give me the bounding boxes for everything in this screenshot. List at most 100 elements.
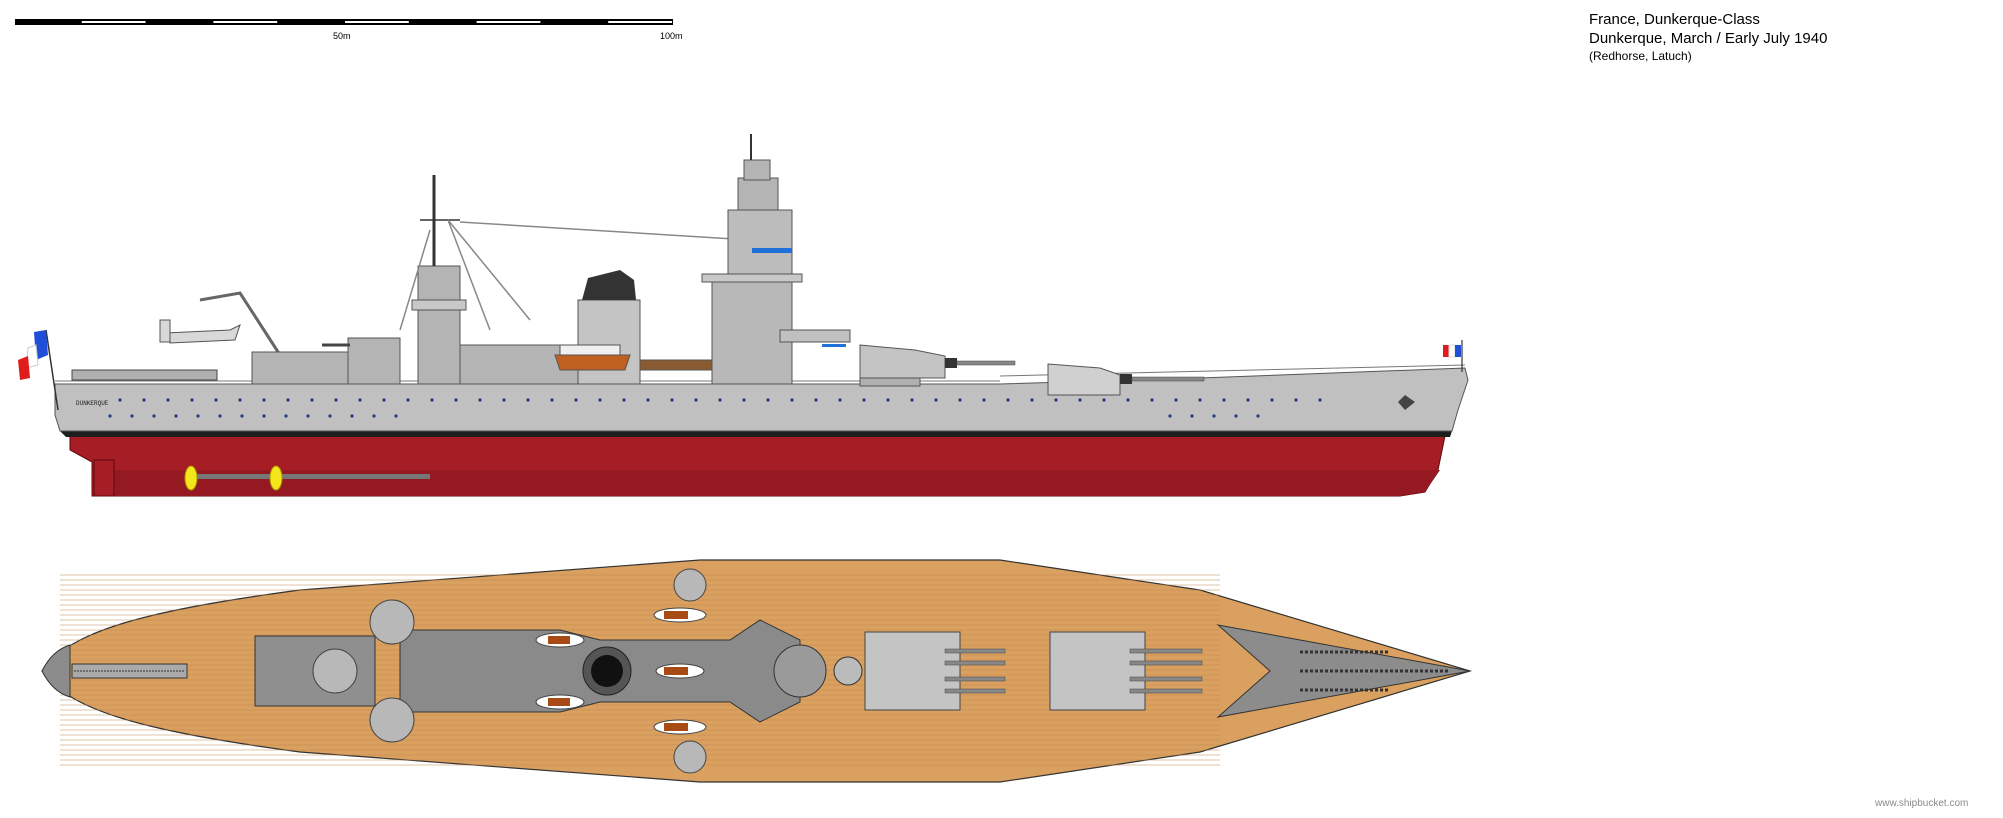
porthole (284, 414, 288, 418)
porthole (1256, 414, 1260, 418)
porthole (1078, 398, 1082, 402)
porthole (286, 398, 290, 402)
porthole (1006, 398, 1010, 402)
porthole (262, 398, 266, 402)
porthole (334, 398, 338, 402)
secondary-turret (312, 648, 358, 694)
porthole (454, 398, 458, 402)
porthole (218, 414, 222, 418)
turret-2-gun-mantlet (945, 358, 957, 368)
scale-bar-segment (476, 21, 541, 23)
porthole (1030, 398, 1034, 402)
porthole (886, 398, 890, 402)
porthole (502, 398, 506, 402)
porthole (190, 398, 194, 402)
plan-view (41, 559, 1473, 783)
turret-2-gun-barrel (956, 360, 1016, 366)
red-shade (92, 470, 1440, 496)
porthole (478, 398, 482, 402)
jack-red (1443, 345, 1449, 357)
porthole (394, 414, 398, 418)
aft-tower-platform (411, 299, 467, 311)
ships-boat (554, 354, 631, 371)
fwd-platform (779, 329, 851, 343)
porthole (358, 398, 362, 402)
scale-bar-frame (15, 19, 673, 25)
side-profile: DUNKERQUE (18, 134, 1469, 497)
porthole (240, 414, 244, 418)
secondary-turret (673, 568, 707, 602)
porthole (118, 398, 122, 402)
anchor-chains (1300, 650, 1450, 692)
porthole (1318, 398, 1322, 402)
porthole (742, 398, 746, 402)
director-tower (737, 177, 779, 211)
porthole (622, 398, 626, 402)
tower-platform (701, 273, 803, 283)
scale-bar (15, 19, 673, 25)
aft-tower (417, 265, 461, 385)
hull-name: DUNKERQUE (76, 400, 109, 407)
barbette-2 (859, 377, 921, 387)
stern-steel-deck (41, 644, 71, 698)
title-credits: (Redhorse, Latuch) (1589, 49, 1692, 63)
porthole (1294, 398, 1298, 402)
catapult (71, 369, 218, 381)
porthole (550, 398, 554, 402)
porthole (574, 398, 578, 402)
porthole (1246, 398, 1250, 402)
scale-label-100m: 100m (660, 31, 683, 41)
porthole (406, 398, 410, 402)
porthole (108, 414, 112, 418)
turret-1-gun-mantlet (1120, 374, 1132, 384)
porthole (1054, 398, 1058, 402)
seaplane (164, 324, 241, 344)
porthole (166, 398, 170, 402)
porthole (670, 398, 674, 402)
porthole (934, 398, 938, 402)
funnel-opening (591, 655, 623, 687)
watermark: www.shipbucket.com (1875, 798, 1969, 809)
anchor-icon (1398, 395, 1415, 410)
platform-windows (822, 344, 846, 347)
rudder (93, 459, 115, 497)
title-class: France, Dunkerque-Class (1589, 11, 1760, 28)
aircraft-crane (199, 291, 282, 356)
porthole (1190, 414, 1194, 418)
boat-cabin (559, 344, 621, 356)
propeller-icon (184, 465, 198, 491)
title-block: France, Dunkerque-Class Dunkerque, March… (1589, 10, 1827, 64)
boat-stack (639, 359, 721, 371)
porthole (142, 398, 146, 402)
forward-tower-base (711, 279, 793, 385)
porthole (196, 414, 200, 418)
porthole (862, 398, 866, 402)
porthole (350, 414, 354, 418)
porthole (910, 398, 914, 402)
porthole (262, 414, 266, 418)
rangefinder-plan (833, 656, 863, 686)
porthole (1150, 398, 1154, 402)
porthole (372, 414, 376, 418)
porthole (982, 398, 986, 402)
bridge (727, 209, 793, 281)
title-ship: Dunkerque, March / Early July 1940 (1589, 30, 1828, 47)
secondary-turret (673, 740, 707, 774)
jack-white (1448, 344, 1456, 358)
main-turret-2 (859, 344, 946, 379)
portholes (108, 398, 1322, 418)
bridge-windows (752, 248, 792, 253)
porthole (1126, 398, 1130, 402)
porthole (310, 398, 314, 402)
porthole (1234, 414, 1238, 418)
porthole (694, 398, 698, 402)
forward-tower-plan (773, 644, 827, 698)
scale-bar-segment (81, 21, 146, 23)
porthole (1168, 414, 1172, 418)
porthole (1212, 414, 1216, 418)
aft-secondary-turret (347, 337, 401, 385)
scale-bar-segment (345, 21, 409, 23)
propeller-shaft (190, 474, 430, 479)
porthole (306, 414, 310, 418)
